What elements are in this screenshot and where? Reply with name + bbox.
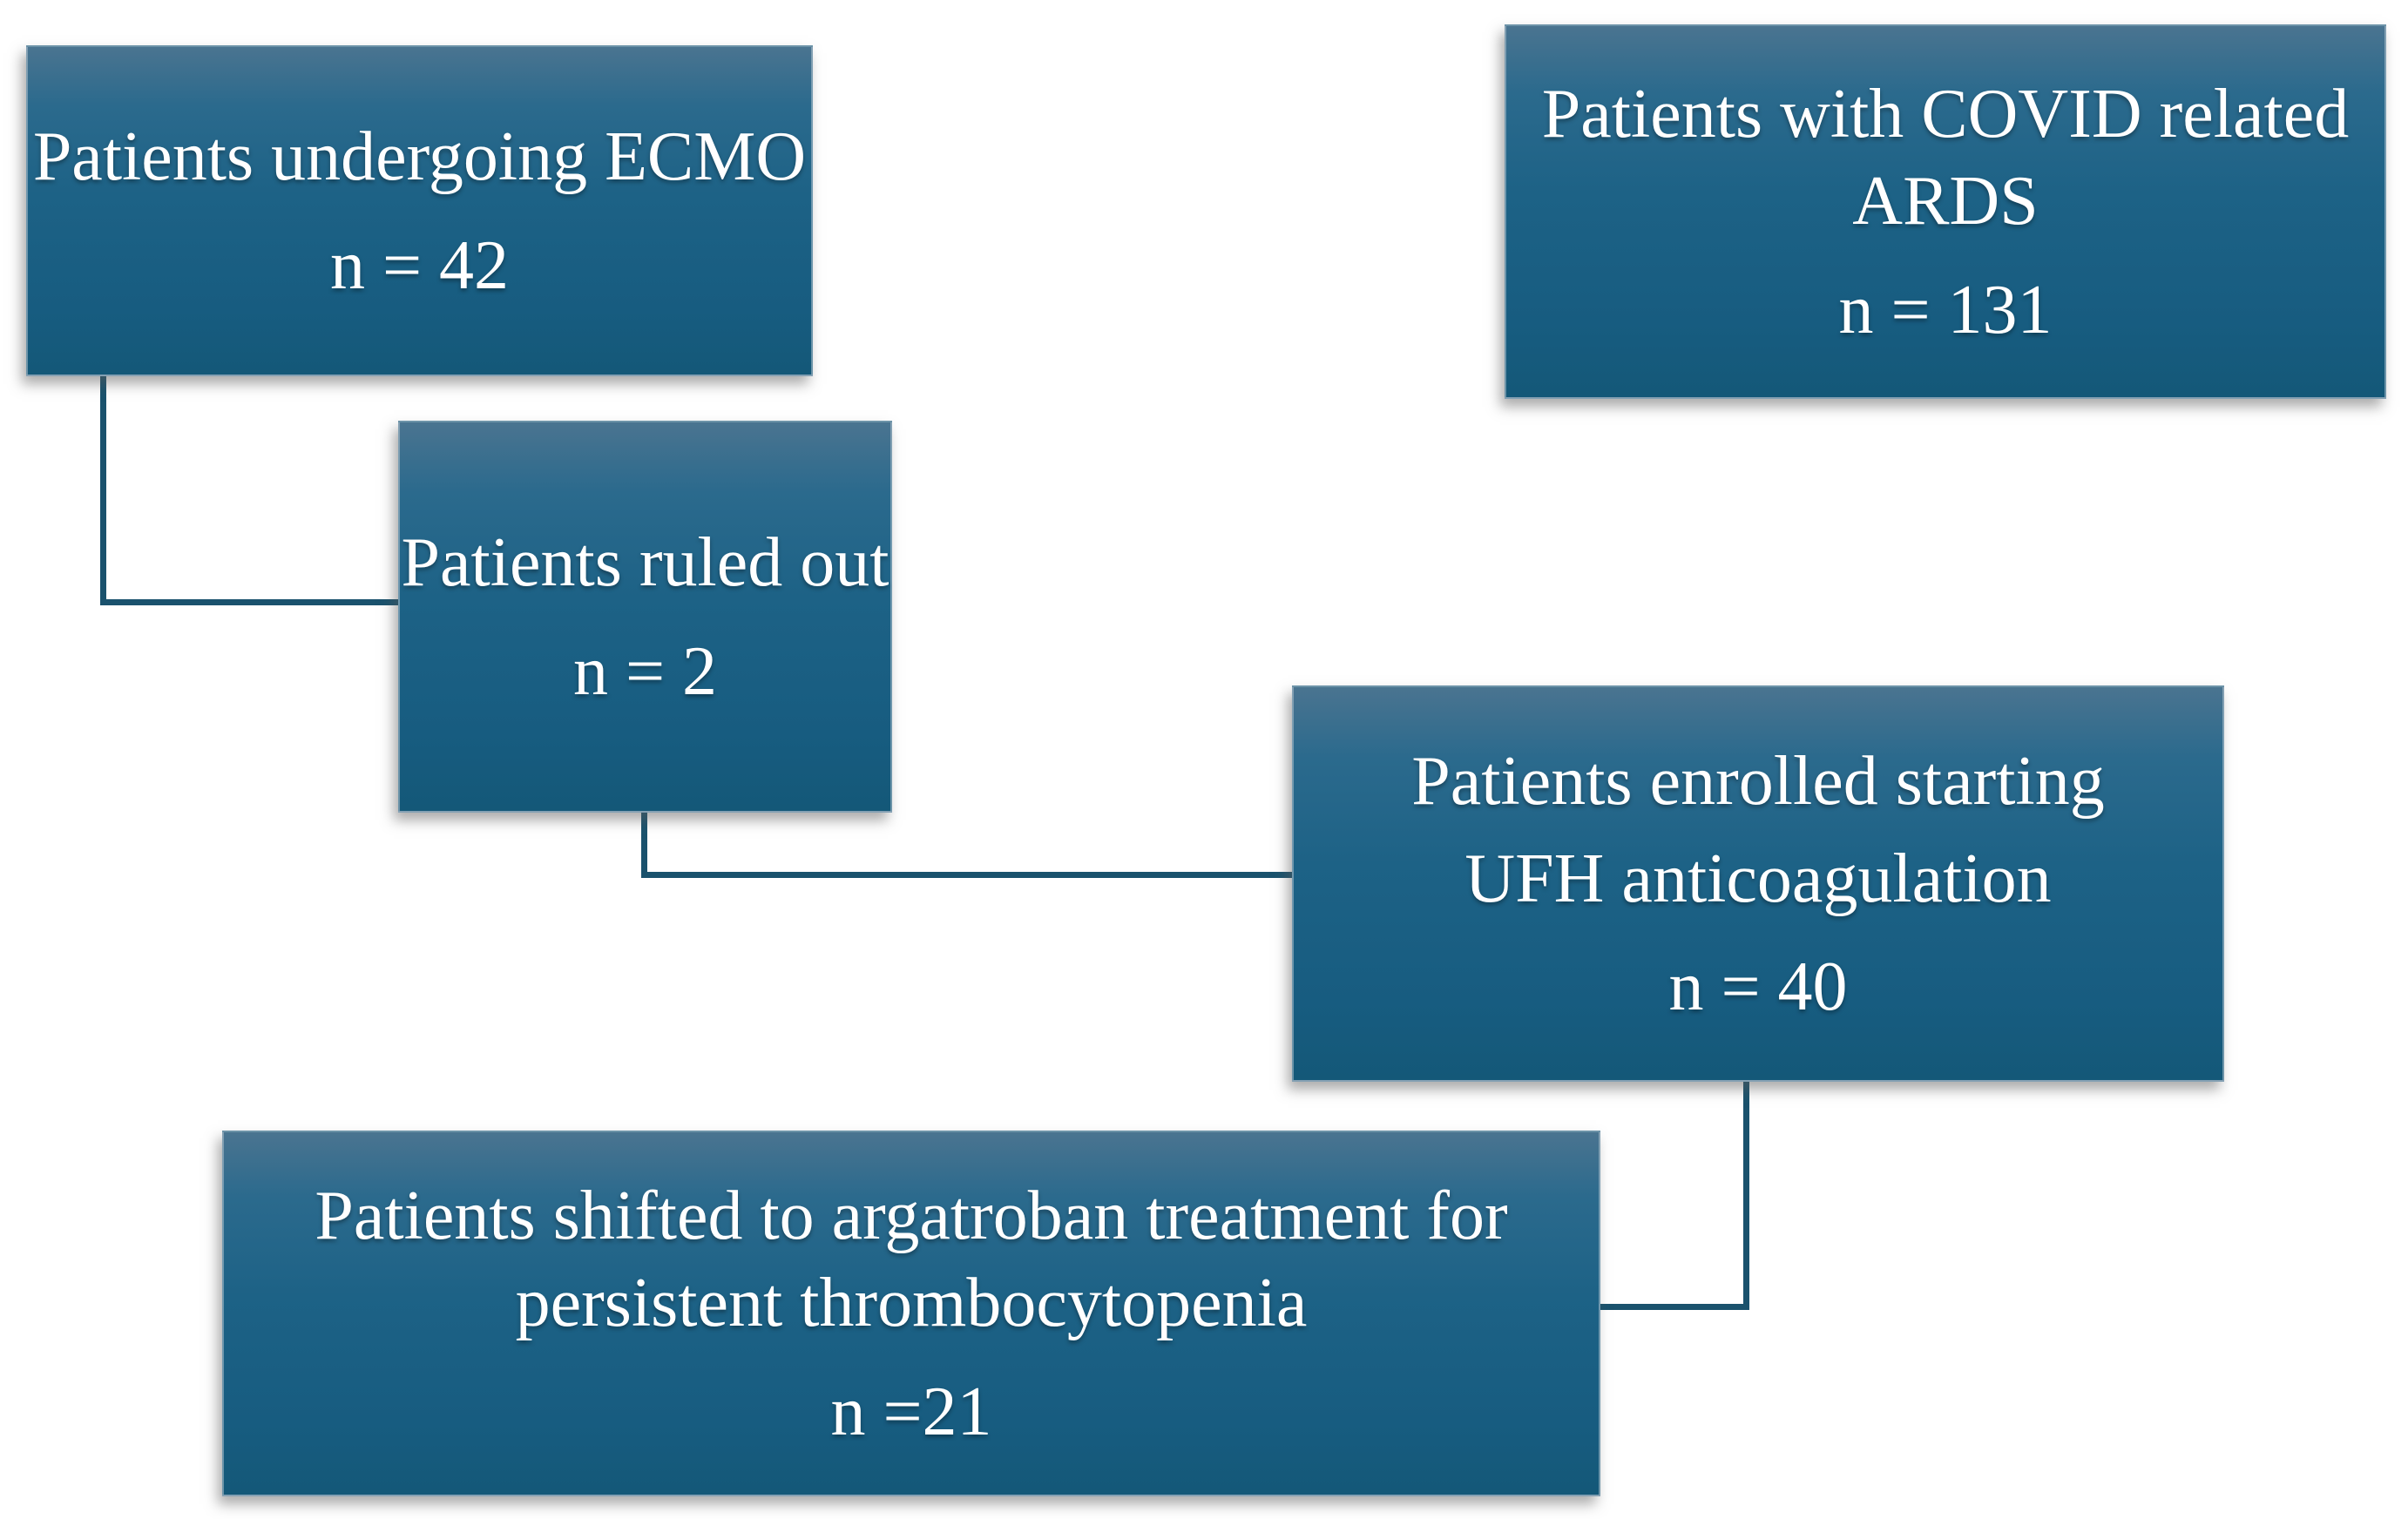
box-label-line: UFH anticoagulation xyxy=(1464,840,2052,917)
box-count: n = 131 xyxy=(1838,271,2053,348)
connector-enrolled-to-argatroban-vertical xyxy=(1743,1080,1749,1310)
flow-box-patients-enrolled-ufh: Patients enrolled starting UFH anticoagu… xyxy=(1292,685,2224,1082)
box-label-line: Patients undergoing ECMO xyxy=(32,118,807,195)
connector-enrolled-to-argatroban-horizontal xyxy=(1600,1304,1749,1310)
connector-ruled-out-to-enrolled-vertical xyxy=(641,810,647,878)
box-count: n = 2 xyxy=(572,632,718,710)
connector-ecmo-to-ruled-out-horizontal xyxy=(100,599,398,605)
connector-ecmo-to-ruled-out-vertical xyxy=(100,375,106,605)
flow-box-patients-ruled-out: Patients ruled out n = 2 xyxy=(398,421,892,813)
box-count: n = 40 xyxy=(1668,948,1848,1025)
flow-box-patients-covid-ards: Patients with COVID related ARDS n = 131 xyxy=(1505,24,2386,399)
box-label-line: persistent thrombocytopenia xyxy=(515,1264,1308,1341)
flow-box-patients-undergoing-ecmo: Patients undergoing ECMO n = 42 xyxy=(26,45,813,376)
box-label-line: Patients enrolled starting xyxy=(1411,742,2105,820)
flow-box-patients-shifted-argatroban: Patients shifted to argatroban treatment… xyxy=(222,1131,1600,1496)
connector-ruled-out-to-enrolled-horizontal xyxy=(641,872,1292,878)
box-count: n = 42 xyxy=(329,226,510,304)
box-count: n =21 xyxy=(830,1373,992,1450)
box-label-line: Patients with COVID related xyxy=(1541,75,2350,152)
box-label-line: Patients ruled out xyxy=(401,523,889,601)
box-label-line: Patients shifted to argatroban treatment… xyxy=(315,1177,1508,1254)
box-label-line: ARDS xyxy=(1852,162,2039,240)
